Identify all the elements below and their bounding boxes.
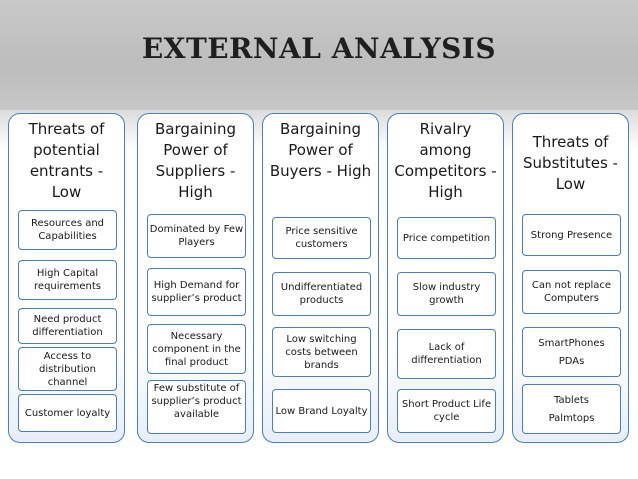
list-item: Necessary component in the final product [147,324,246,374]
column-threats-of-potential-entrants: Threats of potential entrants - Low Reso… [8,113,125,443]
list-item: Few substitute of supplier’s product ava… [147,380,246,434]
list-item: Slow industry growth [397,272,496,316]
column-heading: Bargaining Power of Buyers - High [269,120,372,180]
list-item: PDAs [558,355,585,367]
list-item: Low switching costs between brands [272,327,371,377]
list-item: Palmtops [548,412,595,424]
slide-title: EXTERNAL ANALYSIS [141,32,497,65]
column-threats-of-substitutes: Threats of Substitutes - Low Strong Pres… [512,113,629,443]
list-item: High Demand for supplier’s product [147,268,246,316]
list-item: Tablets [553,394,589,406]
column-heading: Rivalry among Competitors - High [394,120,497,201]
list-item: Strong Presence [522,214,621,256]
title-banner [0,0,638,110]
column-rivalry-among-competitors: Rivalry among Competitors - High Price c… [387,113,504,443]
list-item: Can not replace Computers [522,270,621,314]
list-item-group: Tablets Palmtops [522,384,621,434]
list-item: Short Product Life cycle [397,389,496,433]
column-heading: Threats of potential entrants - Low [28,120,105,201]
list-item: Undifferentiated products [272,272,371,316]
list-item: Price competition [397,217,496,259]
list-item: Lack of differentiation [397,329,496,379]
list-item: Dominated by Few Players [147,214,246,258]
column-bargaining-power-of-buyers: Bargaining Power of Buyers - High Price … [262,113,379,443]
list-item: Customer loyalty [18,394,117,432]
column-heading: Bargaining Power of Suppliers - High [155,120,236,201]
list-item: Low Brand Loyalty [272,389,371,433]
list-item-group: SmartPhones PDAs [522,327,621,377]
list-item: Resources and Capabilities [18,210,117,250]
list-item: SmartPhones [538,337,605,349]
column-bargaining-power-of-suppliers: Bargaining Power of Suppliers - High Dom… [137,113,254,443]
list-item: Access to distribution channel [18,347,117,391]
list-item: High Capital requirements [18,260,117,300]
list-item: Price sensitive customers [272,217,371,259]
column-heading: Threats of Substitutes - Low [523,133,618,193]
list-item: Need product differentiation [18,308,117,344]
